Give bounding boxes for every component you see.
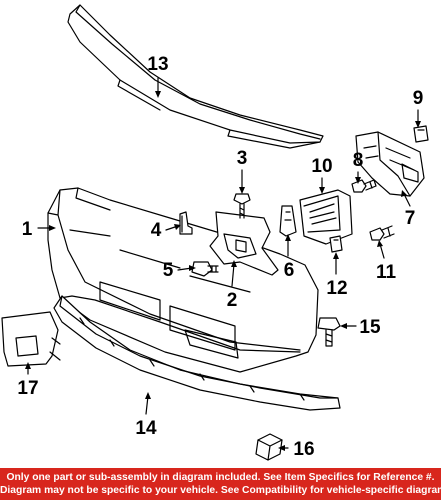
disclaimer-banner: Only one part or sub-assembly in diagram… [0,468,441,500]
parts-diagram: 13 9 3 8 10 1 4 7 6 5 11 2 12 15 17 14 1… [1,4,429,461]
part-11-bolt [369,225,395,241]
callout-labels: 13 9 3 8 10 1 4 7 6 5 11 2 12 15 17 14 1… [17,54,423,460]
callout-17: 17 [17,378,38,399]
callout-3: 3 [237,148,248,169]
part-8-bolt [351,179,377,193]
disclaimer-line-1: Only one part or sub-assembly in diagram… [6,472,435,483]
part-4-clip [179,211,193,235]
part-2-bracket [209,211,279,276]
callout-8: 8 [353,150,364,171]
part-5-bolt [191,261,219,277]
leader-arrowheads [25,91,421,451]
part-15-bolt [317,317,341,347]
part-3-bolt [233,193,251,219]
callout-10: 10 [311,156,332,177]
callout-14: 14 [135,418,157,439]
part-12-clip [329,235,343,253]
callout-11: 11 [376,262,397,283]
part-6-bracket [279,205,297,237]
callout-16: 16 [293,439,314,460]
part-7-bracket [355,131,425,197]
part-13-upper-valance [67,4,324,149]
callout-1: 1 [22,219,33,240]
callout-6: 6 [284,260,295,281]
part-17-license-bracket [1,311,61,367]
callout-2: 2 [227,290,238,311]
callout-13: 13 [147,54,168,75]
part-14-lower-valance [53,295,341,411]
callout-15: 15 [359,317,381,338]
part-9-clip [413,125,429,143]
callout-9: 9 [413,88,424,109]
leader-lines [27,77,419,449]
callout-7: 7 [405,208,416,229]
part-16-nut [255,433,283,461]
callout-4: 4 [151,220,162,241]
part-10-bracket [299,189,353,245]
callout-5: 5 [163,260,174,281]
callout-12: 12 [326,278,347,299]
disclaimer-line-2: Diagram may not be specific to your vehi… [0,485,441,496]
